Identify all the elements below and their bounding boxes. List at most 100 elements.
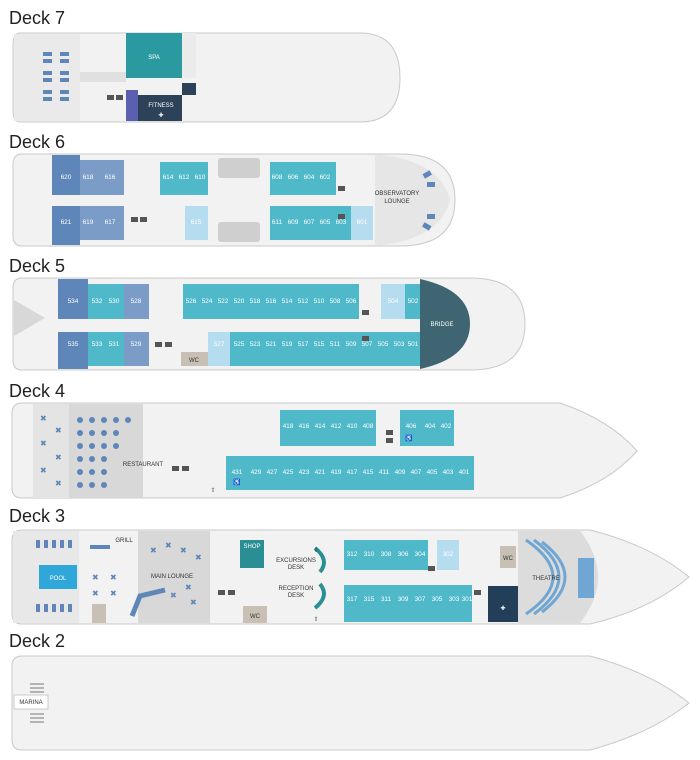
cabin-309-label: 309 [398,596,409,603]
deck-7-title: Deck 7 [9,8,66,28]
cabin-401-label: 401 [459,469,470,476]
deck-5-title: Deck 5 [9,256,66,276]
observatory-lounge-area [375,154,450,246]
fitness-label: FITNESS [148,103,173,109]
bridge-label: BRIDGE [430,322,453,328]
cabin-527-label: 527 [214,341,225,348]
cabin-525-label: 525 [234,341,245,348]
cabin-620-label: 620 [61,174,72,181]
cabin-431-label: 431 [232,469,243,476]
cabin-302-label: 302 [443,551,454,558]
up-arrow-icon: ⇧ [210,487,215,494]
svg-text:✖: ✖ [40,414,47,423]
svg-text:✖: ✖ [110,573,117,582]
cabin-310-label: 310 [364,551,375,558]
deck-3-plan: POOL GRILL ✖ ✖ ✖ ✖ ✖ ✖ ✖ ✖ ✖ ✖ ✖ MAIN LO… [11,529,690,625]
svg-text:✖: ✖ [40,439,47,448]
cabin-615-label: 615 [191,219,202,226]
cabin-505-label: 505 [378,341,389,348]
cabin-507-label: 507 [362,341,373,348]
deck-5-wc-label: WC [189,358,200,364]
deck-4-title: Deck 4 [9,381,66,401]
deck-2-plan: MARINA [11,655,690,751]
cabin-604-label: 604 [304,174,315,181]
cabin-526-label: 526 [186,298,197,305]
main-lounge-seating: ✖ ✖ ✖ ✖ ✖ ✖ ✖ [150,541,202,607]
accessible-icon: ♿ [405,434,413,442]
cabin-410-label: 410 [347,423,358,430]
cabin-502-label: 502 [408,298,419,305]
cabin-503-label: 503 [394,341,405,348]
restaurant-label: RESTAURANT [123,462,164,468]
observatory-lounge-label-2: LOUNGE [384,199,409,205]
bridge-area [420,279,470,369]
cabin-535-label: 535 [68,341,79,348]
cabin-405-label: 405 [427,469,438,476]
cabin-404-label: 404 [425,423,436,430]
cabin-415-label: 415 [363,469,374,476]
cabin-602-label: 602 [320,174,331,181]
shop-area [240,540,264,568]
svg-text:✖: ✖ [190,598,197,607]
medical-center [488,586,518,622]
dumbbell-icon: ✚ [158,112,163,119]
cabin-612-label: 612 [179,174,190,181]
cabin-312-label: 312 [347,551,358,558]
deck-6-observatory-seats [422,170,435,231]
deck-4-hull [11,402,638,499]
cabin-307-label: 307 [415,596,426,603]
svg-text:✖: ✖ [110,589,117,598]
theatre-seating [525,538,567,616]
cabin-621-label: 621 [61,219,72,226]
deck-6-tender-top [218,158,260,178]
deck-3-title: Deck 3 [9,506,66,526]
cabin-304-label: 304 [415,551,426,558]
grill-label: GRILL [115,538,133,544]
cabin-607-label: 607 [304,219,315,226]
svg-text:✖: ✖ [185,583,192,592]
svg-text:✖: ✖ [55,426,62,435]
medical-cross-icon: ✚ [500,605,505,612]
main-lounge-area [138,531,210,623]
cabin-609-label: 609 [288,219,299,226]
observatory-lounge-label-1: OBSERVATORY [375,191,419,197]
marina-label: MARINA [19,700,42,706]
cabin-402-label: 402 [441,423,452,430]
cabin-506-label: 506 [346,298,357,305]
cabin-423-label: 423 [299,469,310,476]
cabin-616-label: 616 [105,174,116,181]
cabin-429-label: 429 [251,469,262,476]
cabin-406-label: 406 [406,423,417,430]
cabin-409-label: 409 [395,469,406,476]
cabin-425-label: 425 [283,469,294,476]
deck-3-wc-label-fwd: WC [503,556,514,562]
cabin-408-label: 408 [363,423,374,430]
deck-7-purple-room [126,90,138,121]
cabin-619-label: 619 [83,219,94,226]
cabin-529-label: 529 [131,341,142,348]
pool-label: POOL [50,576,67,582]
reception-desk-label-2: DESK [288,593,304,599]
deck-3-pool-loungers [36,540,72,612]
deck-3-wc-label: WC [250,614,261,620]
cabin-403-label: 403 [443,469,454,476]
marina-ramp-lines [30,683,44,723]
cabin-315-label: 315 [364,596,375,603]
svg-text:✖: ✖ [165,541,172,550]
deck-7-plan: SPA FITNESS ✚ [12,32,401,123]
cabin-530-label: 530 [109,298,120,305]
cabin-603-label: 603 [336,219,347,226]
cabin-601-label: 601 [357,219,368,226]
cabin-518-label: 518 [250,298,261,305]
svg-text:✖: ✖ [170,591,177,600]
excursions-desk-label-2: DESK [288,565,304,571]
svg-text:✖: ✖ [195,553,202,562]
cabin-531-label: 531 [109,341,120,348]
spa-label: SPA [148,55,160,61]
deck-7-stairs [80,72,126,82]
svg-text:✖: ✖ [40,466,47,475]
shop-label: SHOP [243,544,260,550]
